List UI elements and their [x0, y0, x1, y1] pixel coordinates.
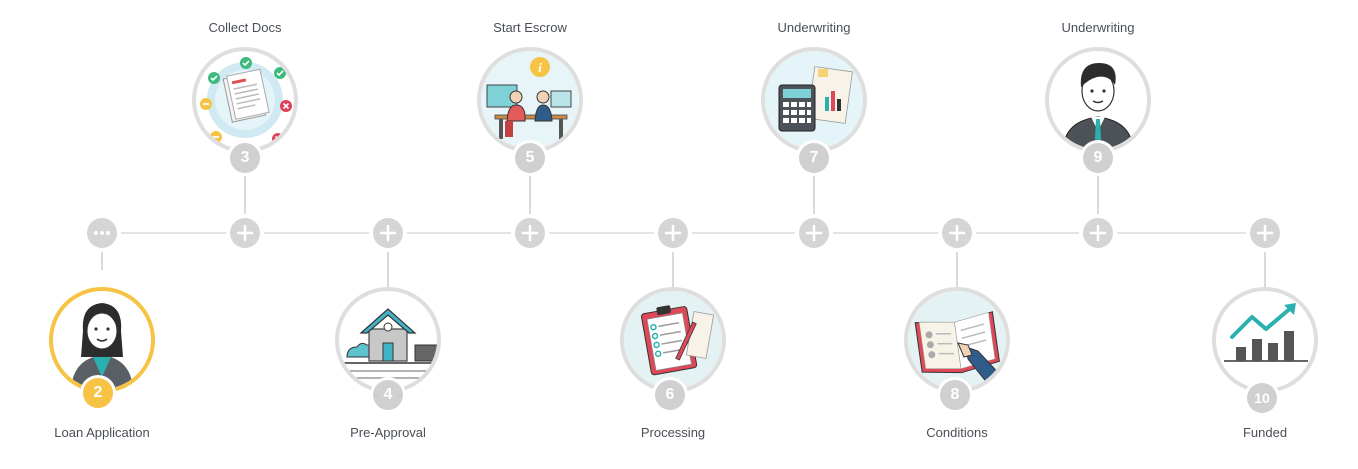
step-number-badge: 2: [83, 378, 113, 408]
documents-checklist-icon: [200, 57, 292, 145]
step-label-collect-docs: Collect Docs: [208, 20, 282, 35]
plus-icon[interactable]: [1083, 218, 1113, 248]
house-icon: [339, 308, 437, 389]
step-2-loan-application[interactable]: [49, 287, 155, 393]
calculator-icon: [765, 51, 863, 149]
step-number-badge: 8: [940, 380, 970, 410]
clipboard-checklist-icon: [624, 291, 722, 389]
step-label-loan-application: Loan Application: [54, 425, 150, 440]
step-5-start-escrow[interactable]: i: [477, 47, 583, 153]
step-4-pre-approval[interactable]: [335, 287, 441, 393]
connector: [672, 250, 674, 290]
office-meeting-icon: i: [481, 51, 579, 149]
svg-text:i: i: [538, 60, 542, 75]
connector: [813, 172, 815, 215]
step-number-badge: 9: [1083, 143, 1113, 173]
open-book-icon: [908, 291, 1006, 389]
step-3-collect-docs[interactable]: [192, 47, 298, 153]
plus-icon[interactable]: [799, 218, 829, 248]
growth-chart-icon: [1216, 291, 1314, 389]
step-7-underwriting[interactable]: [761, 47, 867, 153]
connector: [529, 172, 531, 215]
step-label-processing: Processing: [640, 425, 706, 440]
connector: [387, 250, 389, 290]
step-label-underwriting-7: Underwriting: [777, 20, 851, 35]
plus-icon[interactable]: [230, 218, 260, 248]
step-10-funded[interactable]: [1212, 287, 1318, 393]
plus-icon[interactable]: [1250, 218, 1280, 248]
step-8-conditions[interactable]: [904, 287, 1010, 393]
plus-icon[interactable]: [658, 218, 688, 248]
connector: [101, 250, 103, 270]
plus-icon[interactable]: [515, 218, 545, 248]
step-label-underwriting-9: Underwriting: [1061, 20, 1135, 35]
connector: [1264, 250, 1266, 290]
step-9-underwriting[interactable]: [1045, 47, 1151, 153]
step-number-badge: 3: [230, 143, 260, 173]
plus-icon[interactable]: [373, 218, 403, 248]
step-number-badge: 4: [373, 380, 403, 410]
step-number-badge: 5: [515, 143, 545, 173]
step-label-pre-approval: Pre-Approval: [350, 425, 426, 440]
step-label-funded: Funded: [1242, 425, 1288, 440]
more-dots-icon[interactable]: [87, 218, 117, 248]
step-label-conditions: Conditions: [926, 425, 988, 440]
step-label-start-escrow: Start Escrow: [493, 20, 567, 35]
connector: [956, 250, 958, 290]
plus-icon[interactable]: [942, 218, 972, 248]
woman-avatar-icon: [53, 291, 151, 389]
connector: [244, 170, 246, 215]
step-number-badge: 7: [799, 143, 829, 173]
step-6-processing[interactable]: [620, 287, 726, 393]
step-number-badge: 10: [1247, 383, 1277, 413]
man-avatar-icon: [1049, 51, 1147, 149]
step-number-badge: 6: [655, 380, 685, 410]
connector: [1097, 172, 1099, 215]
